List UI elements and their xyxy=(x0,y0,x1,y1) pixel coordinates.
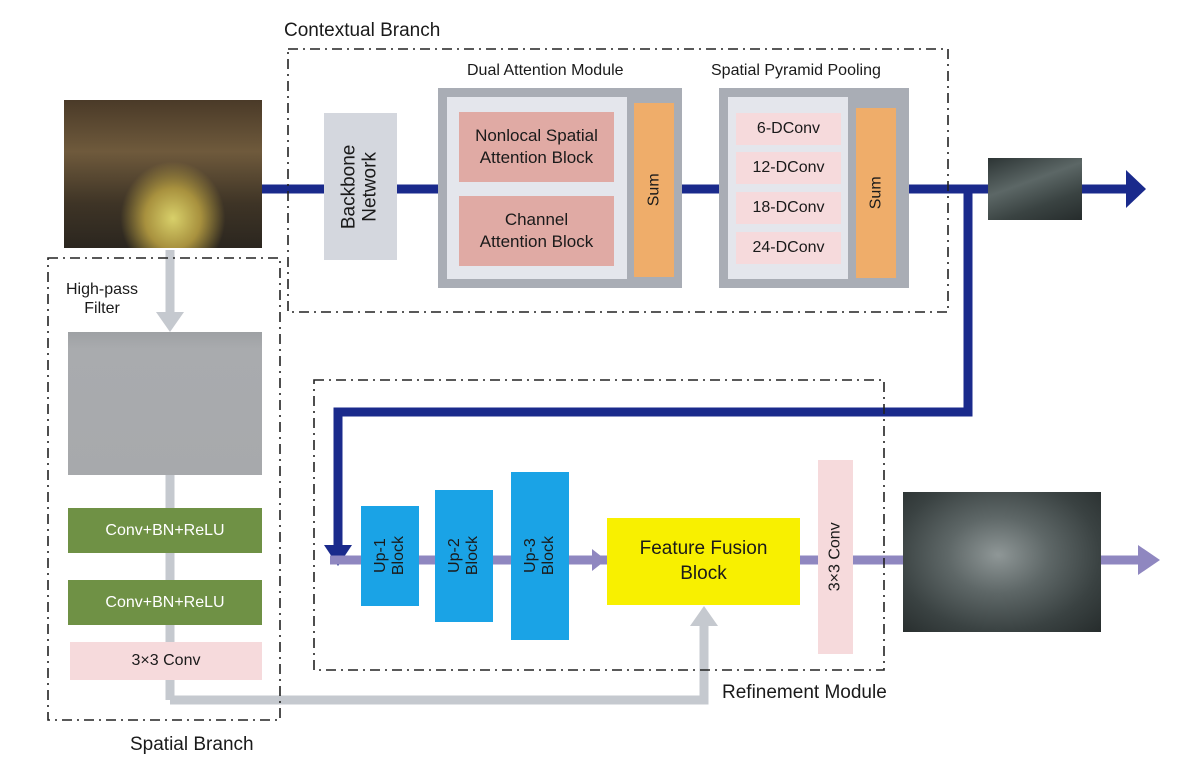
high-pass-image xyxy=(68,332,262,475)
backbone-network-block: Backbone Network xyxy=(324,113,397,260)
input-image xyxy=(64,100,262,248)
refine-conv3x3-text: 3×3 Conv xyxy=(826,522,844,592)
fusion-up-arrowhead xyxy=(690,606,718,626)
attention-sum-block: Sum xyxy=(634,103,674,277)
pyramid-sum-block: Sum xyxy=(856,108,896,278)
spatial-conv3x3-text: 3×3 Conv xyxy=(131,652,201,669)
feature-fusion-block: Feature Fusion Block xyxy=(607,518,800,605)
fusion-in-arrowhead xyxy=(592,549,606,571)
spatial-branch-frame xyxy=(47,257,281,721)
high-pass-arrowhead xyxy=(156,312,184,332)
context-output-arrowhead xyxy=(1126,170,1146,208)
context-output-image xyxy=(988,158,1082,220)
dconv-24-block: 24-DConv xyxy=(736,232,841,264)
spatial-branch-label: Spatial Branch xyxy=(130,734,254,755)
contextual-branch-frame xyxy=(287,48,949,313)
refine-conv3x3-block: 3×3 Conv xyxy=(818,460,853,654)
conv-bn-relu-block-1: Conv+BN+ReLU xyxy=(68,508,262,553)
attention-sum-text: Sum xyxy=(645,173,663,207)
channel-attention-text: Channel Attention Block xyxy=(479,209,594,251)
up1-text: Up-1 Block xyxy=(372,536,407,576)
refinement-module-label: Refinement Module xyxy=(722,682,887,703)
refinement-module-frame xyxy=(313,379,885,671)
backbone-network-text: Backbone Network xyxy=(338,144,381,229)
dconv-6-block: 6-DConv xyxy=(736,113,841,145)
channel-attention-block: Channel Attention Block xyxy=(459,196,614,266)
context-to-refine-line xyxy=(333,189,973,548)
dconv-18-text: 18-DConv xyxy=(752,199,825,216)
dconv-6-text: 6-DConv xyxy=(756,120,821,137)
up3-block: Up-3 Block xyxy=(511,472,569,640)
spatial-to-fusion-line xyxy=(170,625,709,705)
nonlocal-spatial-attention-block: Nonlocal Spatial Attention Block xyxy=(459,112,614,182)
up2-text: Up-2 Block xyxy=(446,536,481,576)
final-output-image xyxy=(903,492,1101,632)
dconv-12-block: 12-DConv xyxy=(736,152,841,184)
conv-bn-relu-text-1: Conv+BN+ReLU xyxy=(105,521,225,539)
contextual-branch-label: Contextual Branch xyxy=(284,20,441,41)
dconv-18-block: 18-DConv xyxy=(736,192,841,224)
dconv-12-text: 12-DConv xyxy=(752,159,825,176)
up1-block: Up-1 Block xyxy=(361,506,419,606)
feature-fusion-text: Feature Fusion Block xyxy=(639,537,768,584)
dual-attention-module-label: Dual Attention Module xyxy=(467,62,624,79)
conv-bn-relu-text-2: Conv+BN+ReLU xyxy=(105,593,225,611)
conv-bn-relu-block-2: Conv+BN+ReLU xyxy=(68,580,262,625)
up3-text: Up-3 Block xyxy=(522,536,557,576)
dconv-24-text: 24-DConv xyxy=(752,239,825,256)
spatial-conv3x3-block: 3×3 Conv xyxy=(70,642,262,680)
high-pass-filter-label: High-pass Filter xyxy=(66,281,139,318)
spatial-pyramid-pooling-label: Spatial Pyramid Pooling xyxy=(711,62,881,79)
refine-output-arrowhead xyxy=(1138,545,1160,575)
up2-block: Up-2 Block xyxy=(435,490,493,622)
nonlocal-spatial-attention-text: Nonlocal Spatial Attention Block xyxy=(475,125,598,167)
pyramid-sum-text: Sum xyxy=(867,176,885,210)
